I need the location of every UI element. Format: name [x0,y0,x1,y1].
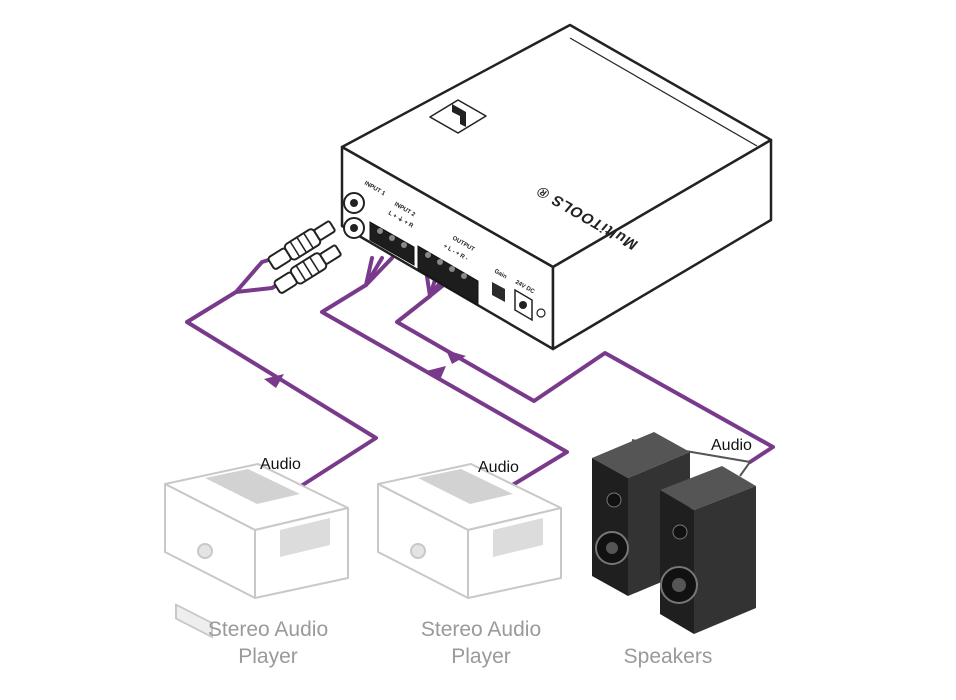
caption-player-2-line-2: Player [451,645,511,668]
power-icon [536,308,546,318]
rca-jack-l[interactable] [343,192,365,214]
audio-label-player-2: Audio [478,459,519,476]
output-terminal-block[interactable] [417,245,479,306]
cable-player-2-branch-b [364,256,394,287]
device-connectors [343,192,546,322]
rca-jack-r[interactable] [343,217,365,239]
speakers [592,432,756,634]
caption-player-1-line-1: Stereo Audio [208,618,328,641]
kramer-logo-icon [429,99,487,134]
arrow-speakers [446,350,466,364]
flow-arrows [264,350,466,388]
cable-player-1-to-input-1 [185,280,378,497]
arrow-player-2 [426,366,446,380]
stereo-audio-player-1 [164,463,349,639]
multitools-device [340,23,773,351]
rca-plug-upper [267,220,336,270]
stereo-audio-player-2 [377,463,562,599]
gain-dip-switch[interactable] [492,282,505,302]
arrow-player-1 [264,374,284,388]
power-connector[interactable] [514,288,546,322]
audio-label-speakers: Audio [711,437,752,454]
player-2-vent-grille [418,469,513,504]
caption-player-1-line-2: Player [238,645,298,668]
speaker-right [660,466,756,634]
audio-label-player-1: Audio [260,456,301,473]
player-1-vent-grille [205,469,300,504]
input-2-terminal-block[interactable] [369,221,415,266]
device-right-side [551,138,773,351]
device-top-seam [569,37,758,147]
rca-plug-lower [273,244,342,294]
caption-player-2-line-1: Stereo Audio [421,618,541,641]
cable-player-2-to-input-2 [320,256,569,497]
rca-plugs [267,220,342,294]
caption-speakers: Speakers [624,645,713,668]
cables [185,256,775,497]
